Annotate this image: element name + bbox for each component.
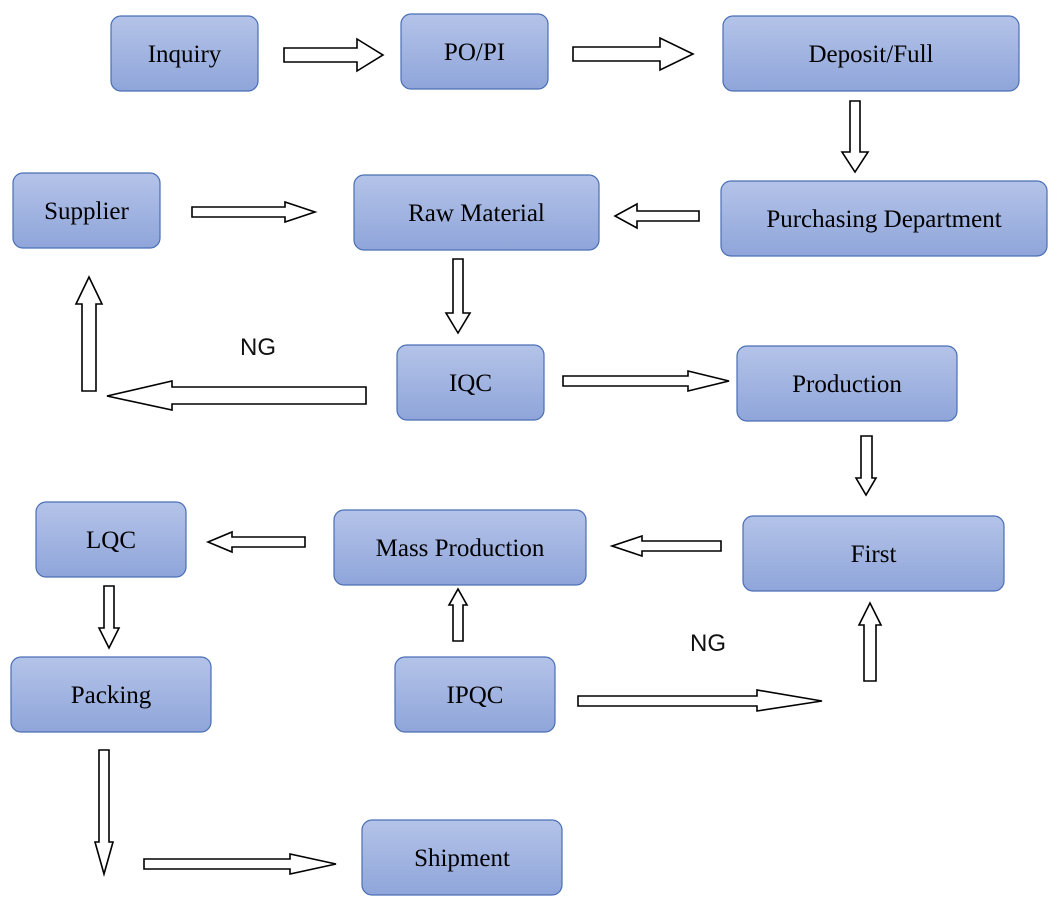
purchasing-department-label: Purchasing Department xyxy=(766,206,1001,233)
mass-production-label: Mass Production xyxy=(376,535,545,562)
arrow-popi-to-deposit xyxy=(572,36,695,72)
shipment-box: Shipment xyxy=(361,819,563,896)
iqc-label: IQC xyxy=(449,370,492,397)
arrow-mass-production-to-lqc xyxy=(205,530,306,554)
arrow-packing-down xyxy=(93,749,115,877)
ipqc-box: IPQC xyxy=(394,656,556,733)
arrow-production-to-first xyxy=(854,435,878,497)
raw-material-box: Raw Material xyxy=(353,174,600,251)
shipment-label: Shipment xyxy=(414,845,510,872)
arrow-ipqc-to-mass-production xyxy=(447,587,469,642)
packing-label: Packing xyxy=(71,682,152,709)
ipqc-label: IPQC xyxy=(447,682,504,709)
deposit-full-box: Deposit/Full xyxy=(722,15,1020,92)
arrow-iqc-ng-left xyxy=(106,379,367,411)
iqc-box: IQC xyxy=(396,344,545,421)
packing-box: Packing xyxy=(10,656,212,733)
inquiry-box: Inquiry xyxy=(110,15,259,92)
arrow-lqc-to-packing xyxy=(97,585,121,650)
mass-production-box: Mass Production xyxy=(333,509,587,586)
lqc-label: LQC xyxy=(86,527,136,554)
arrow-deposit-to-purchasing xyxy=(840,100,870,174)
arrow-up-to-supplier xyxy=(74,275,104,392)
inquiry-label: Inquiry xyxy=(148,41,222,68)
arrow-raw-material-to-iqc xyxy=(444,258,472,335)
first-label: First xyxy=(851,541,897,568)
arrow-ipqc-ng-right xyxy=(577,689,823,712)
po-pi-box: PO/PI xyxy=(400,13,549,90)
arrow-to-shipment xyxy=(143,853,337,875)
arrow-first-to-mass-production xyxy=(609,534,722,558)
arrow-iqc-to-production xyxy=(562,369,730,393)
lqc-box: LQC xyxy=(35,501,187,578)
supplier-box: Supplier xyxy=(12,172,161,249)
production-label: Production xyxy=(792,371,902,398)
ng-label-ipqc: NG xyxy=(690,630,726,657)
raw-material-label: Raw Material xyxy=(408,200,545,227)
arrow-up-to-first xyxy=(857,601,883,682)
arrow-inquiry-to-popi xyxy=(283,37,385,73)
purchasing-department-box: Purchasing Department xyxy=(720,180,1048,257)
po-pi-label: PO/PI xyxy=(444,39,505,66)
arrow-supplier-to-raw-material xyxy=(191,200,318,224)
supplier-label: Supplier xyxy=(44,198,129,225)
first-box: First xyxy=(742,515,1005,592)
deposit-full-label: Deposit/Full xyxy=(808,41,933,68)
arrow-purchasing-to-raw-material xyxy=(613,202,700,230)
ng-label-iqc: NG xyxy=(240,334,276,361)
production-box: Production xyxy=(736,345,958,422)
